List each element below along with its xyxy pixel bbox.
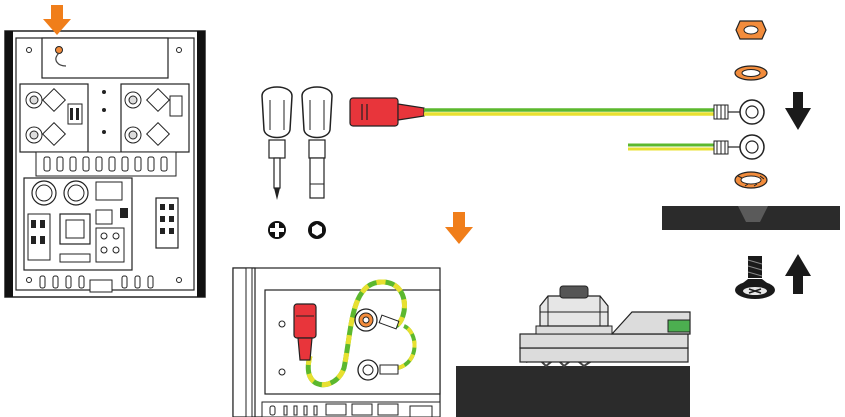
terminal-block-row xyxy=(36,152,176,176)
split-lock-washer xyxy=(735,66,767,80)
arrow-down-orange-icon xyxy=(445,212,473,244)
ground-wire-short xyxy=(628,135,764,159)
relay-module-left xyxy=(20,84,88,152)
enclosure-rail-left xyxy=(5,31,13,297)
via-dot xyxy=(102,130,106,134)
serrated-washer xyxy=(735,172,767,188)
arrow-down-black-icon xyxy=(785,92,811,130)
mounting-plate xyxy=(662,206,840,230)
ground-screw xyxy=(56,47,63,54)
via-dot xyxy=(102,108,106,112)
hex-socket-icon xyxy=(308,221,326,239)
board-overview xyxy=(5,31,205,297)
ground-wire-long xyxy=(350,98,764,126)
screwdriver-hex xyxy=(302,87,332,198)
power-board xyxy=(24,178,132,270)
relay-module-right xyxy=(121,84,189,152)
via-dot xyxy=(102,90,106,94)
enclosure-rail-right xyxy=(197,31,205,297)
side-section xyxy=(456,286,690,417)
side-connector xyxy=(156,198,178,248)
countersunk-screw xyxy=(735,256,775,299)
hex-nut xyxy=(736,21,766,39)
top-mount-plate xyxy=(42,38,168,78)
installed-detail xyxy=(233,268,440,417)
arrow-up-black-icon xyxy=(785,254,811,294)
phillips-cross-icon xyxy=(268,221,286,239)
screwdriver-phillips xyxy=(262,87,292,200)
